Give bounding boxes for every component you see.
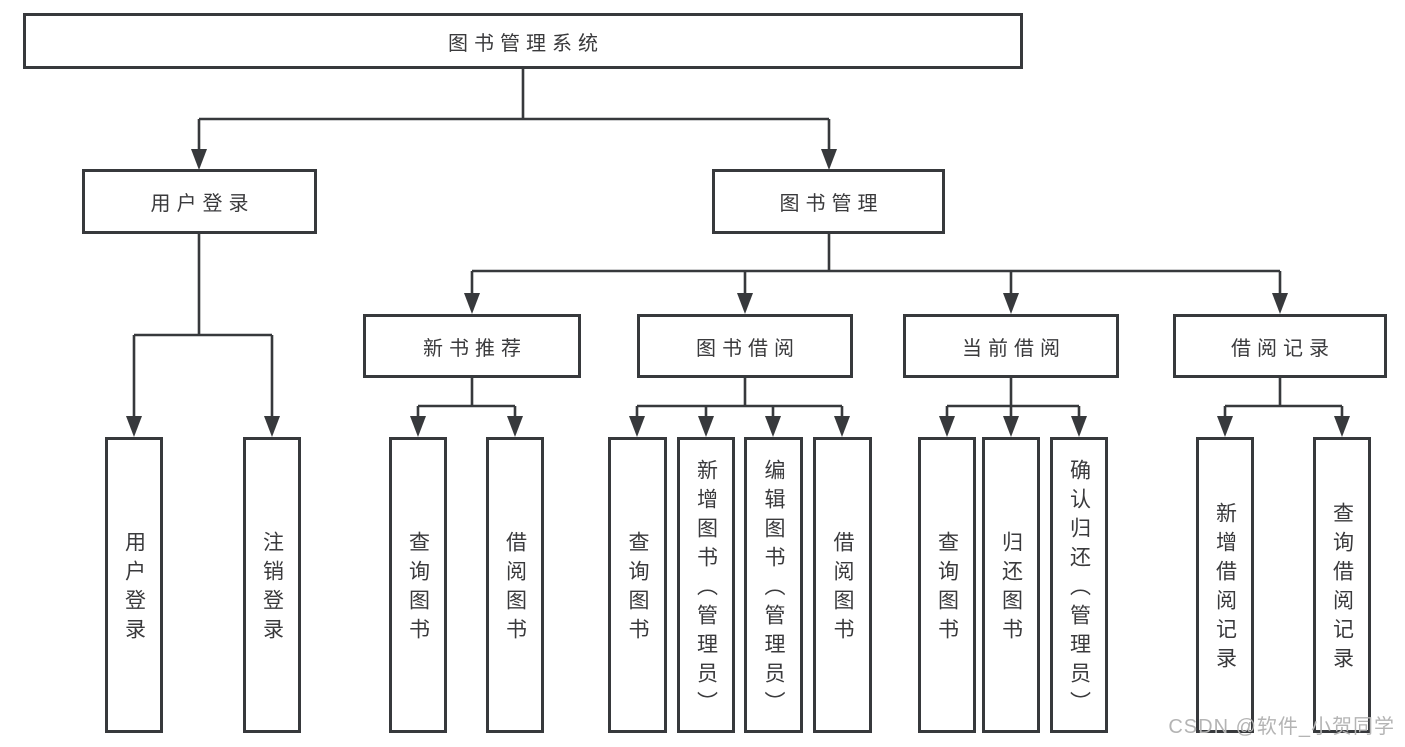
node-new-book-recommendation: 新书推荐 (363, 314, 581, 378)
node-library-system: 图书管理系统 (23, 13, 1023, 69)
leaf-query-borrow-record: 查询借阅记录 (1313, 437, 1371, 733)
leaf-borrow-books-recommend: 借阅图书 (486, 437, 544, 733)
node-borrow-records: 借阅记录 (1173, 314, 1387, 378)
leaf-borrow-books-borrowing: 借阅图书 (813, 437, 872, 733)
leaf-return-books: 归还图书 (982, 437, 1040, 733)
watermark: CSDN @软件_小贺同学 (1168, 716, 1395, 738)
connector-root-to-level2 (191, 67, 837, 170)
node-book-management: 图书管理 (712, 169, 945, 234)
node-current-borrowing: 当前借阅 (903, 314, 1119, 378)
node-book-borrowing: 图书借阅 (637, 314, 853, 378)
connector-book-borrowing-children (629, 378, 850, 437)
connector-new-book-children (410, 378, 523, 437)
leaf-user-login: 用户登录 (105, 437, 163, 733)
connector-current-borrowing-children (939, 378, 1087, 437)
leaf-add-borrow-record: 新增借阅记录 (1196, 437, 1254, 733)
leaf-edit-books-admin: 编辑图书（管理员） (744, 437, 803, 733)
leaf-confirm-return-admin: 确认归还（管理员） (1050, 437, 1108, 733)
leaf-add-books-admin: 新增图书（管理员） (677, 437, 735, 733)
leaf-query-books-borrowing: 查询图书 (608, 437, 667, 733)
leaf-query-books-current: 查询图书 (918, 437, 976, 733)
connector-book-management-children (464, 234, 1288, 314)
node-user-login: 用户登录 (82, 169, 317, 234)
connector-borrow-records-children (1217, 378, 1350, 437)
leaf-query-books-recommend: 查询图书 (389, 437, 447, 733)
connector-user-login-children (126, 234, 280, 437)
leaf-logout: 注销登录 (243, 437, 301, 733)
